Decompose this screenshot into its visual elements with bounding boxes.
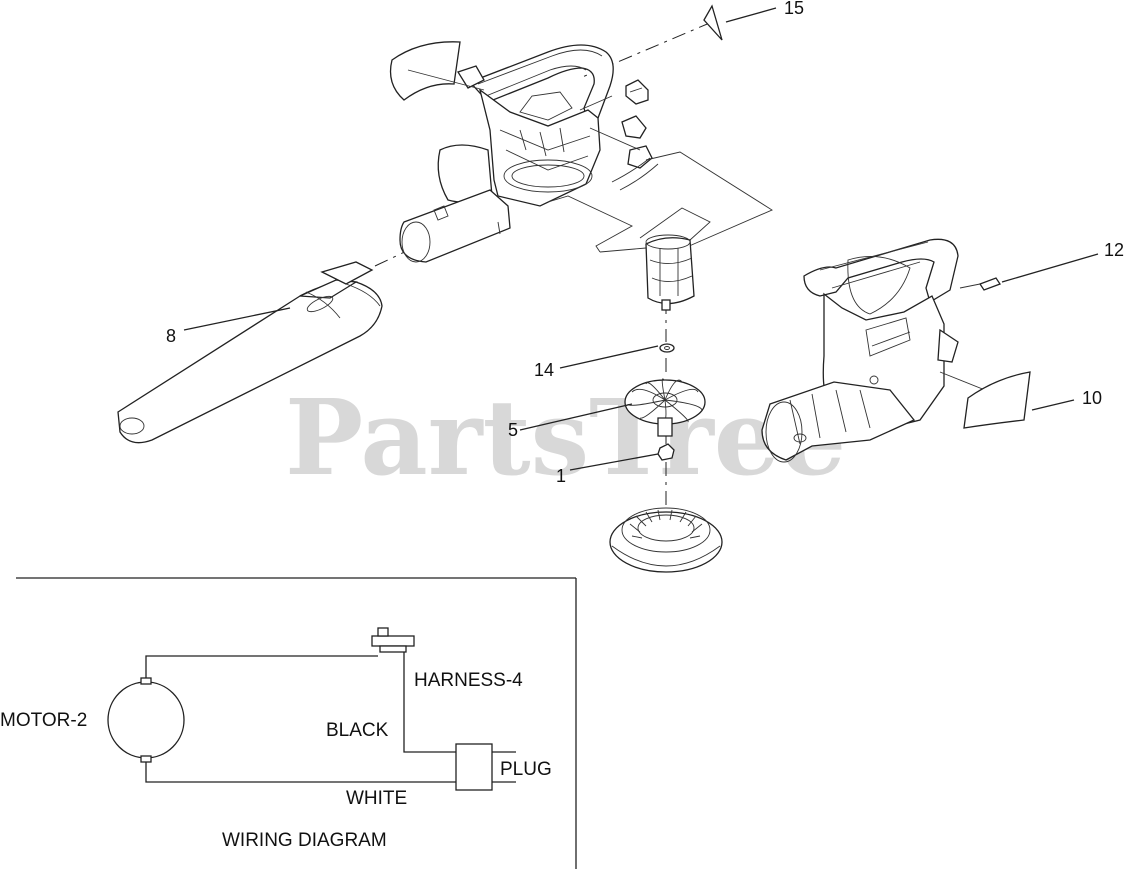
motor-symbol: [107, 681, 185, 759]
part-8-blower-tube: [117, 261, 383, 444]
partstree-watermark: PartsTree: [285, 376, 846, 499]
label-black-wire: BLACK: [326, 720, 389, 741]
decal-upper: [389, 41, 485, 101]
switch-components: [611, 79, 659, 191]
callout-5: 5: [508, 420, 518, 440]
part-14-washer: [659, 343, 675, 353]
lower-housing-base: [609, 507, 723, 573]
upper-housing: [399, 44, 614, 263]
wiring-leader-lines: [547, 95, 773, 253]
part-10-decal: [963, 371, 1031, 429]
callout-12: 12: [1104, 240, 1124, 260]
wiring-schematic: [107, 627, 516, 791]
plug-symbol: [455, 743, 516, 791]
assembled-blower: [761, 238, 1001, 463]
label-plug: PLUG: [500, 759, 552, 780]
part-15-wedge: [703, 4, 723, 41]
callout-15: 15: [784, 0, 804, 18]
label-motor: MOTOR-2: [0, 710, 87, 731]
harness-connector-symbol: [371, 627, 415, 653]
callout-8: 8: [166, 326, 176, 346]
callout-1: 1: [556, 466, 566, 486]
part-5-impeller: [624, 378, 706, 437]
callout-leaders: [183, 7, 1099, 471]
wiring-diagram-frame: [16, 577, 577, 869]
callout-10: 10: [1082, 388, 1102, 408]
motor: [645, 234, 695, 311]
label-harness: HARNESS-4: [414, 670, 523, 691]
part-12-screw: [959, 277, 1001, 291]
label-white-wire: WHITE: [346, 788, 407, 809]
callout-14: 14: [534, 360, 554, 380]
wiring-diagram-title: WIRING DIAGRAM: [222, 830, 387, 851]
